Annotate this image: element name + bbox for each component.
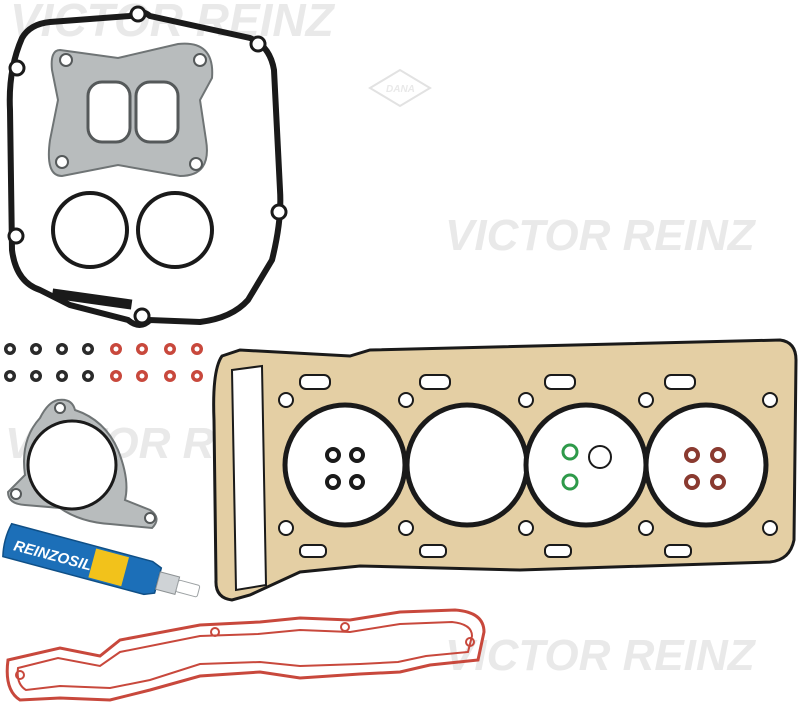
valve-cover-gasket (6, 5, 288, 328)
medium-o-ring (588, 445, 612, 469)
steel-plate-bolt-holes (55, 53, 207, 171)
tube-yellow-panel (88, 548, 129, 587)
sealant-tube: REINZOSIL (2, 522, 201, 598)
valve-stem-seals-black (4, 343, 94, 382)
small-green-o-rings (561, 443, 579, 491)
intake-gasket-bolt-holes (15, 622, 475, 680)
head-gasket-timing-cutout (230, 364, 268, 592)
vacuum-gasket-bore (26, 419, 118, 511)
valve-stem-seals-red (110, 343, 203, 382)
head-water-passages (299, 374, 696, 558)
intake-gasket-outline (5, 608, 486, 702)
watermark-brand-right: VICTOR REINZ (445, 211, 757, 260)
valve-stem-seals (4, 343, 203, 382)
o-ring-large-left (51, 191, 129, 269)
small-black-o-rings (325, 447, 365, 490)
valve-cover-bolt-grommets (7, 5, 288, 325)
steel-plate-port-right (134, 80, 180, 144)
head-bolt-holes (278, 392, 778, 536)
cylinder-head-gasket (212, 338, 798, 602)
large-o-rings (51, 191, 214, 269)
cylinder-bore-3 (523, 402, 649, 528)
cylinder-bore-2 (404, 402, 530, 528)
tube-cap (175, 579, 201, 598)
cylinder-bore-1 (282, 402, 408, 528)
steel-plate-gasket (47, 42, 214, 178)
intake-gasket-inner-bead (16, 620, 474, 692)
watermark-brand-bottom: VICTOR REINZ (445, 631, 757, 680)
intake-manifold-gasket (5, 608, 486, 702)
cylinder-bores (282, 402, 769, 528)
dana-logo-text: DANA (386, 84, 415, 95)
vacuum-pump-gasket (6, 398, 158, 530)
steel-plate-port-left (86, 80, 132, 144)
o-ring-large-right (136, 191, 214, 269)
dana-logo-watermark: DANA (368, 68, 432, 108)
small-red-seals (684, 447, 726, 490)
cylinder-bore-4 (643, 402, 769, 528)
